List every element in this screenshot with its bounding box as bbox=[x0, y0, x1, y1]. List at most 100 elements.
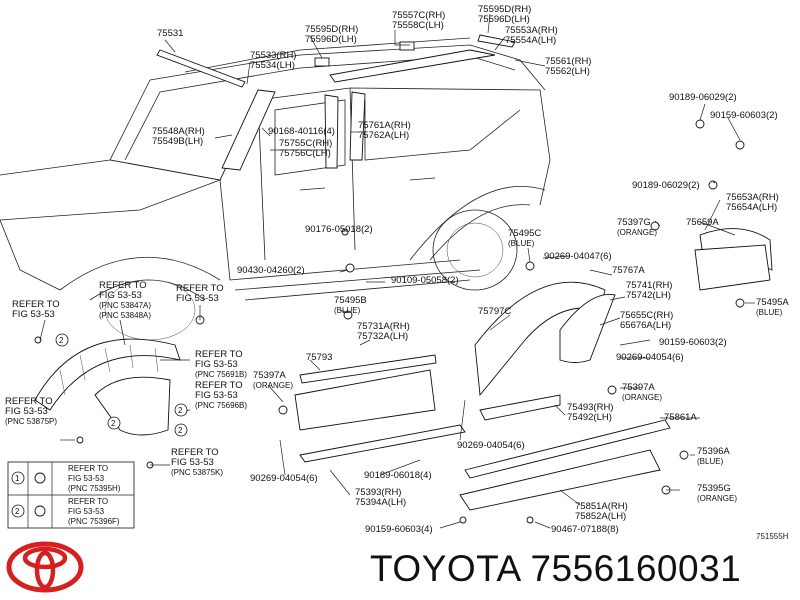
footer-brand-line: TOYOTA 7556160031 bbox=[370, 548, 741, 590]
callout-line: 75793 bbox=[306, 352, 332, 363]
rocker-panel-part bbox=[294, 369, 436, 431]
clip-part bbox=[695, 119, 705, 129]
clip-part bbox=[526, 516, 534, 524]
callout-line: 90189-06018(4) bbox=[364, 470, 432, 481]
rear-mudguard-part bbox=[559, 293, 616, 363]
callout-c3: 75557C(RH)75558C(LH) bbox=[392, 10, 445, 31]
callout-line: 75397G bbox=[617, 217, 651, 228]
pillar-molding-part bbox=[221, 89, 276, 171]
callout-c17: 75659A bbox=[686, 217, 719, 228]
callout-line: 75767A bbox=[612, 265, 645, 276]
clip-part bbox=[76, 436, 84, 444]
callout-line: 90159-60603(2) bbox=[659, 337, 727, 348]
brand-name: TOYOTA bbox=[370, 548, 520, 589]
callout-line: (ORANGE) bbox=[697, 494, 737, 503]
callout-c4: 75595D(RH)75596D(LH) bbox=[478, 4, 531, 25]
clip-part bbox=[459, 516, 467, 524]
toyota-logo bbox=[6, 541, 84, 593]
callout-line: 75534(LH) bbox=[250, 60, 295, 71]
callout-c10: 75548A(RH)75549B(LH) bbox=[152, 126, 205, 147]
callout-line: (BLUE) bbox=[756, 308, 783, 317]
callout-line: 75797C bbox=[478, 306, 511, 317]
callout-line: 75596D(LH) bbox=[305, 34, 357, 45]
clip-part bbox=[735, 140, 745, 150]
svg-text:REFER TO: REFER TO bbox=[68, 464, 108, 473]
roof-drip-molding-part bbox=[329, 49, 496, 83]
callout-line: REFER TO bbox=[12, 299, 60, 310]
callout-line: FIG 53-53 bbox=[171, 457, 214, 468]
clip-part bbox=[314, 57, 330, 67]
marker-2: 2 bbox=[174, 403, 188, 417]
callout-line: 90159-60603(2) bbox=[710, 110, 778, 121]
callout-line: (BLUE) bbox=[697, 457, 724, 466]
svg-text:(PNC 75396F): (PNC 75396F) bbox=[68, 517, 120, 526]
callout-line: REFER TO bbox=[5, 396, 53, 407]
callout-c46: 90269-04054(6) bbox=[250, 473, 318, 484]
callout-line: 75396A bbox=[697, 446, 730, 457]
callout-line: 75554A(LH) bbox=[505, 35, 556, 46]
callout-line: 75861A bbox=[664, 412, 697, 423]
roof-molding-part bbox=[156, 49, 246, 88]
callout-line: 90467-07188(8) bbox=[551, 524, 619, 535]
callout-c29: 75495B(BLUE) bbox=[334, 295, 367, 315]
diagram-code: 751555H bbox=[756, 532, 789, 541]
clip-part bbox=[34, 336, 42, 344]
callout-line: 90168-40116(4) bbox=[268, 126, 335, 137]
callout-line: 75561(RH) bbox=[545, 56, 591, 67]
callout-c1: 75531 bbox=[157, 28, 183, 39]
callout-line: (PNC 53875P) bbox=[5, 417, 57, 426]
legend-row-1: 1 REFER TO FIG 53-53 (PNC 75395H) bbox=[11, 464, 121, 493]
callout-line: 75756C(LH) bbox=[279, 148, 331, 159]
rear-flare-part bbox=[474, 281, 606, 397]
front-fender-flare-part bbox=[34, 338, 181, 411]
callout-line: 75495C bbox=[508, 228, 541, 239]
callout-line: 75659A bbox=[686, 217, 719, 228]
callout-line: 75492(LH) bbox=[567, 412, 612, 423]
callout-line: 75393(RH) bbox=[355, 487, 401, 498]
callout-line: (ORANGE) bbox=[253, 381, 293, 390]
svg-text:2: 2 bbox=[15, 507, 20, 516]
callout-line: (BLUE) bbox=[334, 306, 361, 315]
callout-c19: 75495C(BLUE) bbox=[508, 228, 541, 248]
callout-line: 75558C(LH) bbox=[392, 20, 444, 31]
callout-line: 75493(RH) bbox=[567, 402, 613, 413]
callout-line: 90430-04260(2) bbox=[237, 265, 305, 276]
callout-line: 75557C(RH) bbox=[392, 10, 445, 21]
svg-text:1: 1 bbox=[15, 474, 20, 483]
callout-line: FIG 53-53 bbox=[5, 406, 48, 417]
clip-part bbox=[278, 405, 288, 415]
callout-line: (ORANGE) bbox=[622, 393, 662, 402]
marker-2: 2 bbox=[107, 416, 121, 430]
callout-line: (PNC 53875K) bbox=[171, 468, 223, 477]
clip-part bbox=[679, 450, 689, 460]
callout-c14: 90189-06029(2) bbox=[632, 180, 700, 191]
callout-line: 75397A bbox=[253, 370, 286, 381]
clip-part bbox=[343, 310, 353, 320]
callout-line: (ORANGE) bbox=[617, 228, 657, 237]
callout-line: 75755C(RH) bbox=[279, 138, 332, 149]
callout-line: REFER TO bbox=[195, 349, 243, 360]
callout-line: 90269-04054(6) bbox=[457, 440, 525, 451]
callout-line: (BLUE) bbox=[508, 239, 535, 248]
callout-c31: 75655C(RH)65676A(LH) bbox=[620, 310, 673, 331]
marker-2: 2 bbox=[174, 423, 188, 437]
callout-line: 75495B bbox=[334, 295, 367, 306]
rear-rocker-part bbox=[479, 394, 561, 421]
svg-text:2: 2 bbox=[178, 426, 183, 435]
callout-c51: 90159-60603(4) bbox=[365, 524, 433, 535]
callout-c38: 75397A(ORANGE) bbox=[622, 382, 662, 402]
callout-c33: 75731A(RH)75732A(LH) bbox=[357, 321, 410, 342]
legend-row-2: 2 REFER TO FIG 53-53 (PNC 75396F) bbox=[11, 497, 120, 526]
callout-c11: 90168-40116(4) bbox=[268, 126, 335, 137]
svg-text:(PNC 75395H): (PNC 75395H) bbox=[68, 484, 121, 493]
callout-line: FIG 53-53 bbox=[195, 390, 238, 401]
callout-line: 75394A(LH) bbox=[355, 497, 406, 508]
callout-line: FIG 53-53 bbox=[99, 290, 142, 301]
clip-part bbox=[399, 41, 415, 51]
callout-c6: 75553A(RH)75554A(LH) bbox=[505, 25, 558, 46]
callout-line: 75852A(LH) bbox=[575, 511, 626, 522]
